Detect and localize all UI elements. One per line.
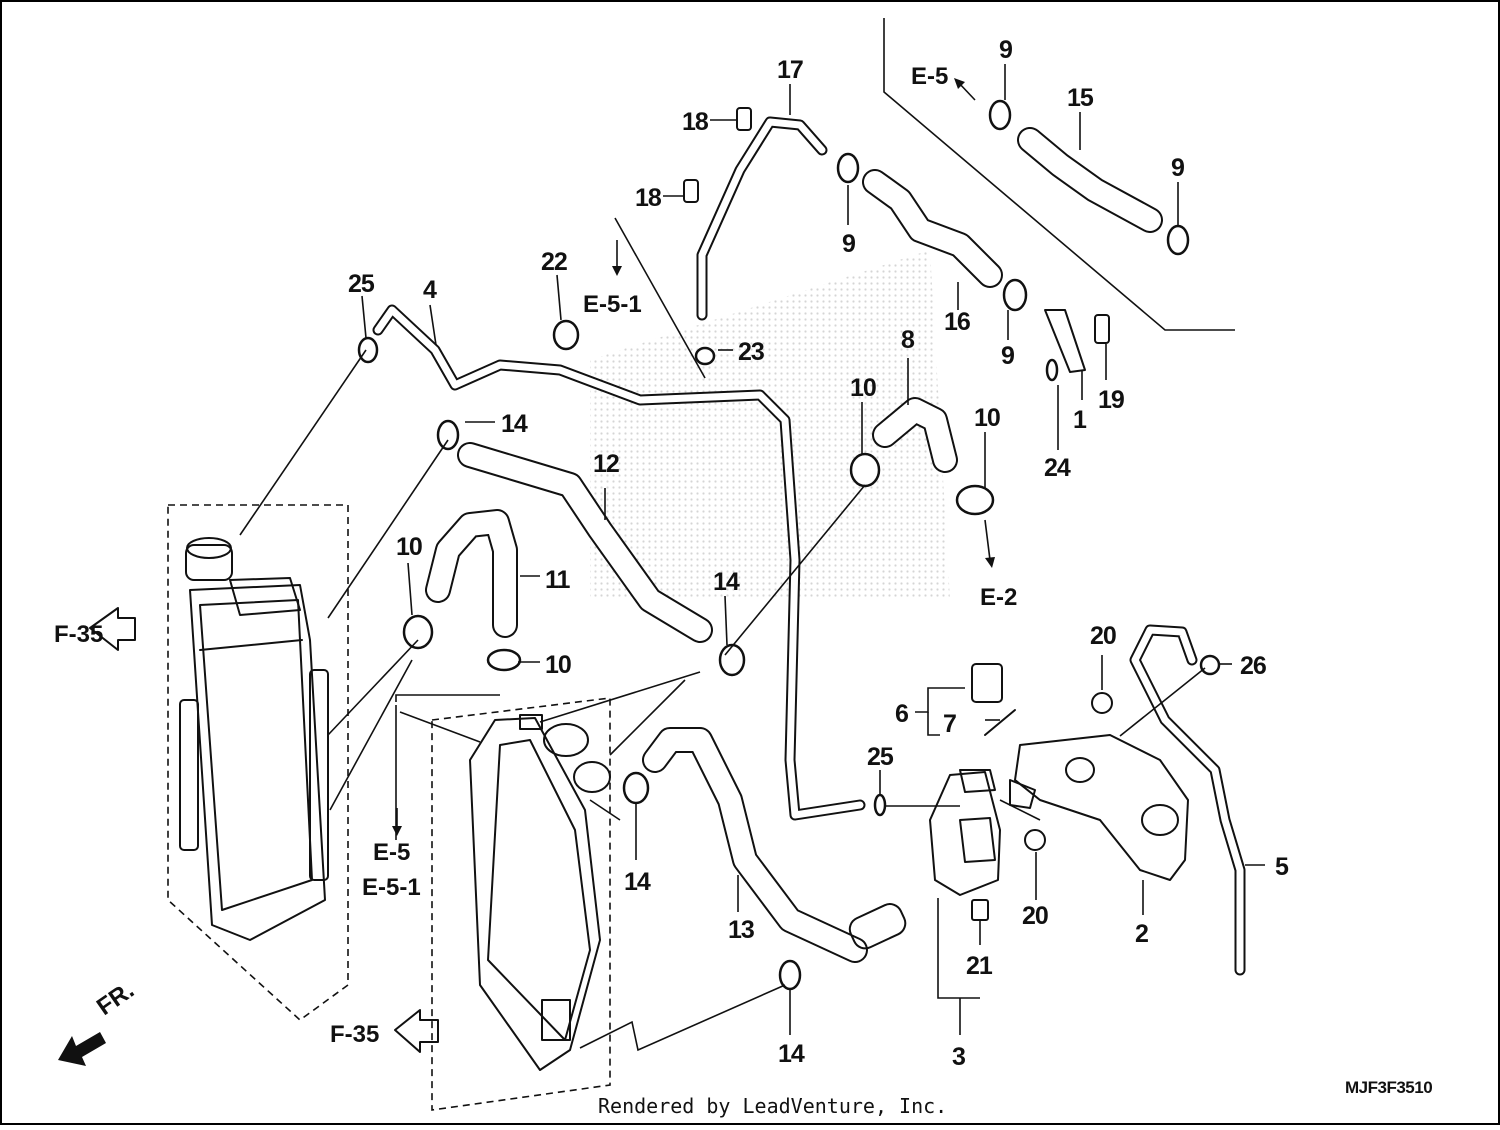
reserve-tank-bracket: [929, 769, 1001, 896]
water-pump: [1009, 734, 1189, 881]
callout-10-a: 10: [396, 533, 422, 561]
ref-e51-top: E-5-1: [583, 291, 642, 318]
callout-10-b: 10: [545, 651, 571, 679]
credit-text: Rendered by LeadVenture, Inc.: [598, 1094, 947, 1118]
ref-e5-top: E-5: [911, 63, 948, 90]
callout-9-c: 9: [842, 230, 855, 258]
callout-25-b: 25: [867, 743, 894, 771]
callout-14-b: 14: [713, 568, 740, 596]
front-direction-arrow: [58, 1032, 106, 1066]
callout-18-a: 18: [682, 108, 709, 136]
drawing-number: MJF3F3510: [1345, 1078, 1432, 1097]
callout-10-d: 10: [974, 404, 1000, 432]
callout-9-d: 9: [1001, 342, 1014, 370]
callout-25-a: 25: [348, 270, 375, 298]
ref-e51-left: E-5-1: [362, 874, 421, 901]
callout-numbers: 1 2 3 4 5 6 7 8 9 9 9 9 10 10 10 10 11 1…: [348, 36, 1290, 1071]
reference-arrows: [58, 78, 995, 1066]
callout-5: 5: [1275, 853, 1289, 881]
callout-20-b: 20: [1022, 902, 1048, 930]
radiator-center: [431, 697, 611, 1111]
callout-14-c: 14: [624, 868, 651, 896]
callout-24: 24: [1044, 454, 1071, 482]
radiator-left: [167, 504, 349, 1022]
callout-21: 21: [966, 952, 993, 980]
ref-e5-left: E-5: [373, 839, 410, 866]
callout-20-a: 20: [1090, 622, 1116, 650]
ref-f35-lower: F-35: [330, 1021, 379, 1048]
front-marker-label: FR.: [92, 977, 139, 1021]
callout-26: 26: [1240, 652, 1266, 680]
leader-lines: [239, 64, 1265, 1052]
callout-4: 4: [423, 276, 437, 304]
ref-e2: E-2: [980, 584, 1017, 611]
callout-14-d: 14: [778, 1040, 805, 1068]
callout-7: 7: [943, 710, 956, 738]
callout-19: 19: [1098, 386, 1124, 414]
callout-17: 17: [777, 56, 803, 84]
callout-3: 3: [952, 1043, 965, 1071]
callout-13: 13: [728, 916, 754, 944]
ref-f35-upper: F-35: [54, 621, 103, 648]
callout-11: 11: [545, 566, 571, 594]
callout-22: 22: [541, 248, 567, 276]
callout-1: 1: [1073, 406, 1087, 434]
callout-10-c: 10: [850, 374, 876, 402]
fasteners: [683, 107, 1113, 921]
watermark-pattern: [590, 250, 950, 600]
callout-23: 23: [738, 338, 764, 366]
callout-15: 15: [1067, 84, 1094, 112]
subassembly-frame-line: [883, 18, 1235, 331]
callout-8: 8: [901, 326, 915, 354]
callout-2: 2: [1135, 920, 1148, 948]
callout-18-b: 18: [635, 184, 662, 212]
callout-6: 6: [895, 700, 908, 728]
hose-clamps: [357, 99, 1221, 991]
callout-16: 16: [944, 308, 970, 336]
callout-12: 12: [593, 450, 619, 478]
callout-14-a: 14: [501, 410, 528, 438]
hoses: [372, 116, 1246, 976]
callout-9-b: 9: [1171, 154, 1184, 182]
callout-9-a: 9: [999, 36, 1012, 64]
